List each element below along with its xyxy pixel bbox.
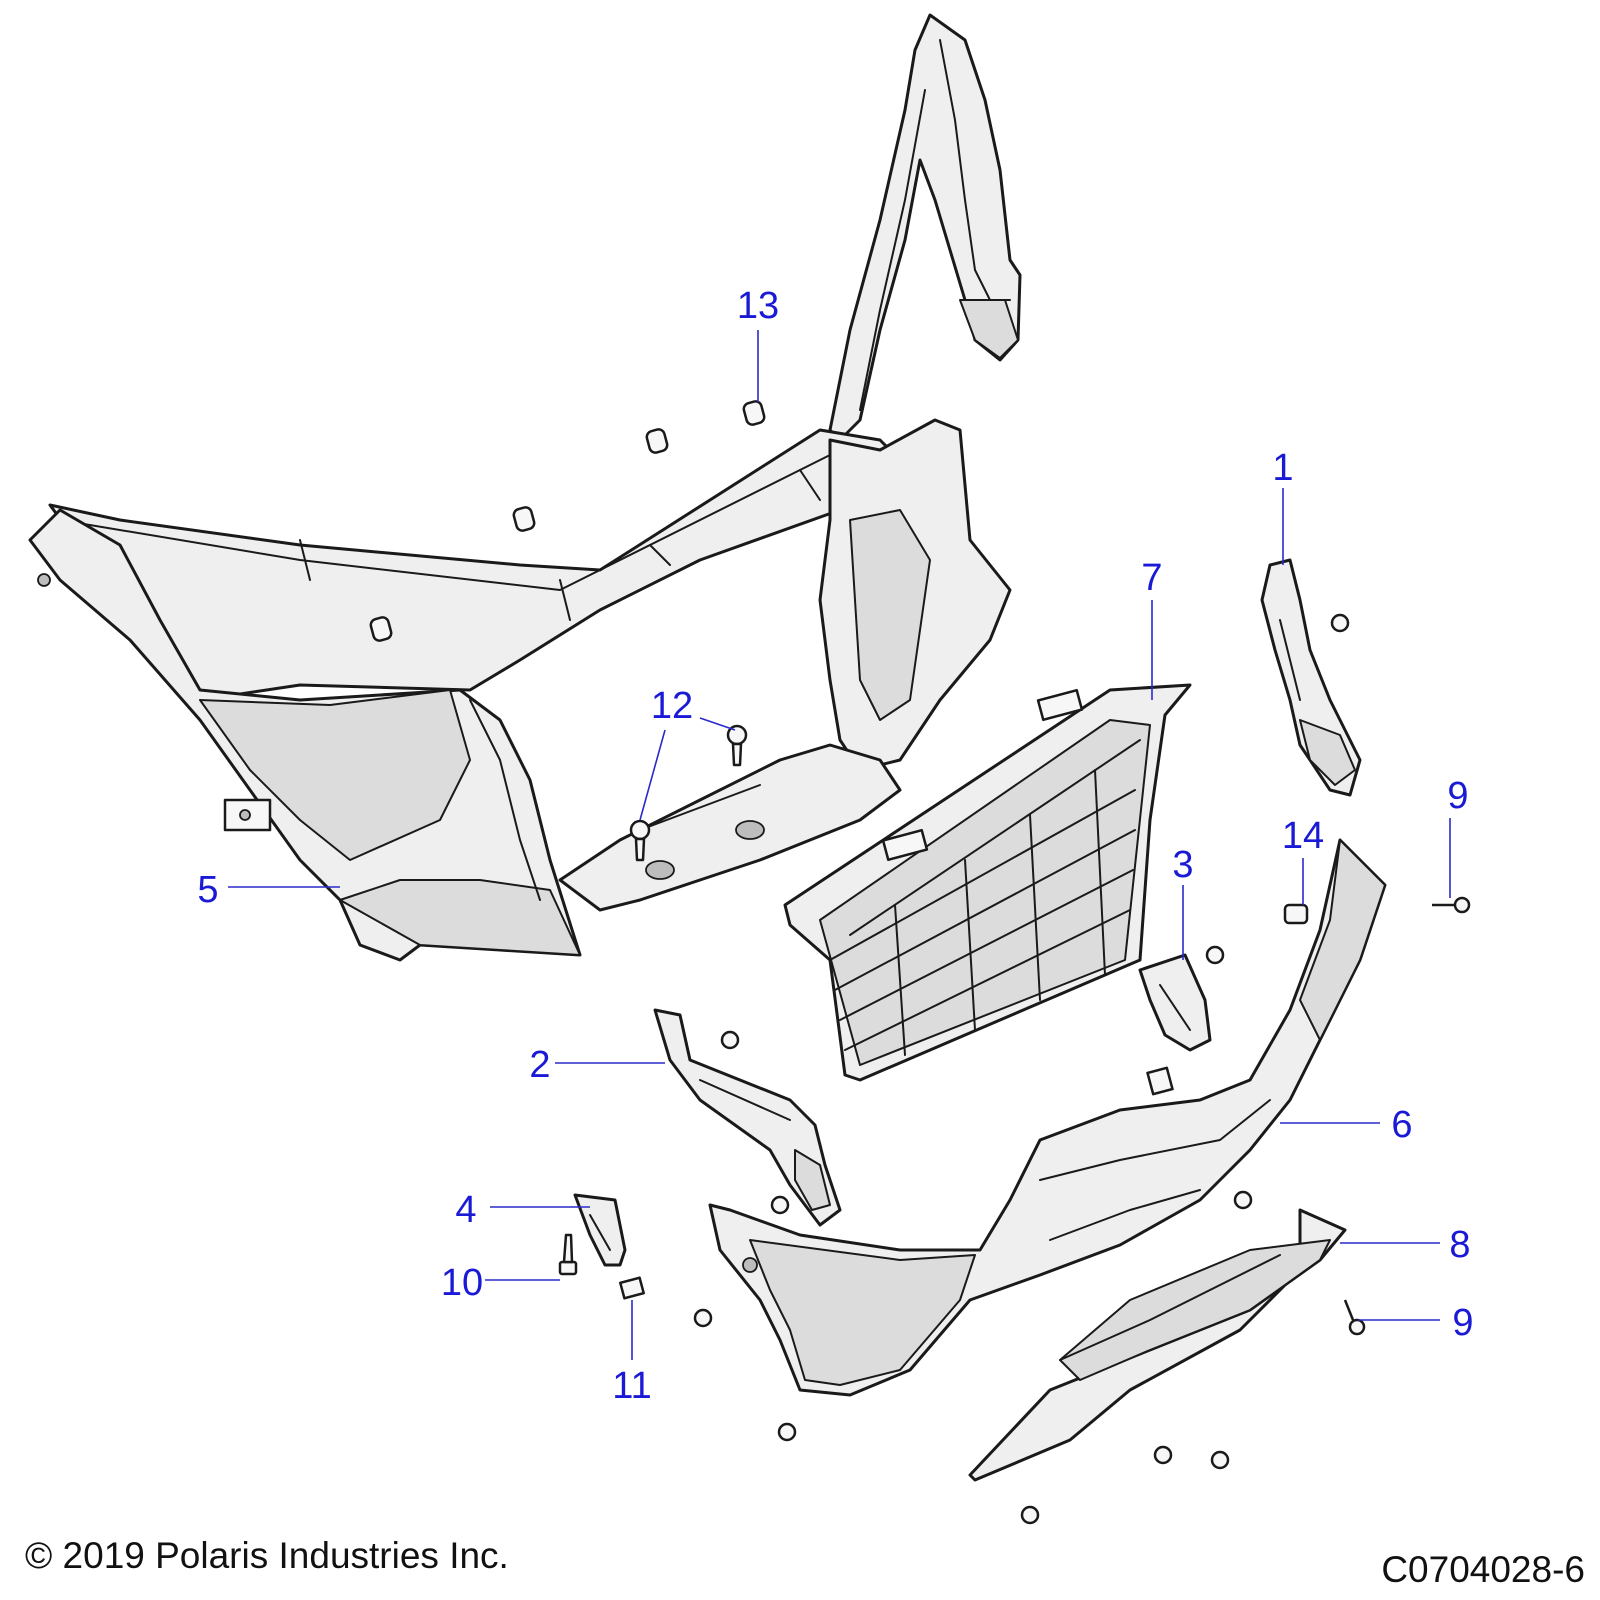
part-7-grille (783, 683, 1192, 1082)
part-4-small-bracket (573, 1193, 627, 1267)
leader-lines (228, 330, 1451, 1360)
part-3-center-bracket (1138, 945, 1225, 1096)
callout-6: 6 (1391, 1104, 1412, 1146)
part-11-clip (619, 1276, 645, 1300)
callout-11: 11 (612, 1365, 651, 1407)
callouts: 1 2 3 4 5 6 7 8 9 9 10 11 12 13 14 (197, 285, 1473, 1407)
part-14-nut (1283, 903, 1309, 925)
callout-14: 14 (1282, 815, 1324, 857)
callout-13: 13 (737, 285, 779, 327)
part-8-skid-trim (968, 1208, 1347, 1482)
part-10-screw (558, 1233, 578, 1276)
part-12-push-rivets (629, 724, 748, 862)
part-13-grommets (369, 400, 766, 642)
drawing-number: C0704028-6 (1381, 1549, 1585, 1590)
callout-8: 8 (1449, 1224, 1470, 1266)
callout-2: 2 (529, 1044, 550, 1086)
callout-12: 12 (651, 685, 693, 727)
callout-3: 3 (1172, 844, 1193, 886)
callout-9-upper: 9 (1447, 775, 1468, 817)
part-9-screws (693, 896, 1471, 1525)
callout-5: 5 (197, 869, 218, 911)
part-2-left-bracket (653, 1008, 842, 1227)
copyright-notice: © 2019 Polaris Industries Inc. (25, 1535, 509, 1576)
callout-1: 1 (1272, 447, 1293, 489)
part-5-front-frame (28, 13, 1022, 962)
callout-7: 7 (1141, 557, 1162, 599)
part-6-lower-fascia (708, 838, 1387, 1397)
part-1-right-bracket (1260, 558, 1362, 797)
callout-10: 10 (441, 1262, 483, 1304)
callout-9-lower: 9 (1452, 1302, 1473, 1344)
callout-4: 4 (455, 1189, 476, 1231)
